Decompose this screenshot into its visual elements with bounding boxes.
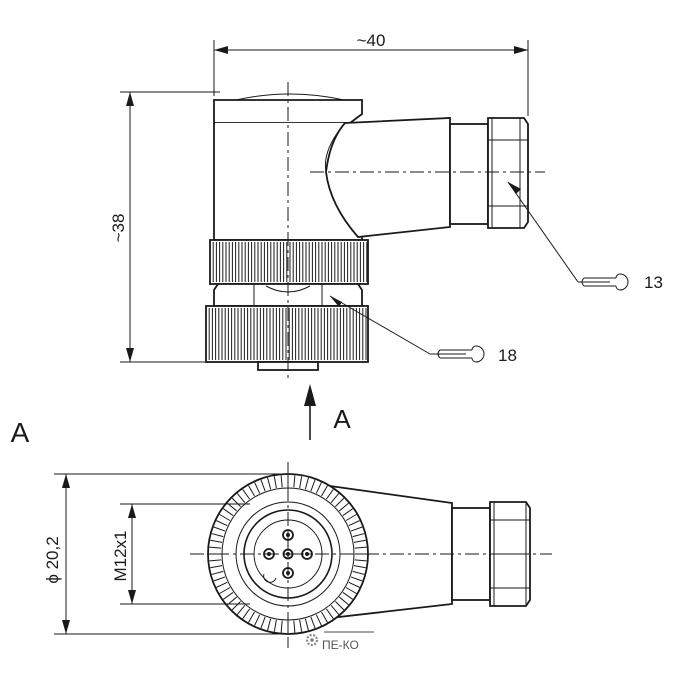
wrench-size-13: 13 [644, 273, 663, 292]
logo-text: ПЕ-КО [322, 638, 359, 652]
dimension-thread-label: M12x1 [111, 530, 130, 581]
dimension-width [213, 40, 529, 116]
knurl-ring-upper [212, 242, 368, 282]
wrench-icon [581, 273, 629, 291]
company-logo: ПЕ-КО [306, 631, 374, 652]
wrench-size-18: 18 [498, 346, 517, 365]
view-arrow [304, 384, 316, 440]
knurl-ring-lower [208, 308, 367, 360]
knurl-ring-front [209, 475, 367, 633]
dimension-thread [120, 503, 250, 605]
dimension-height-label: ~38 [109, 214, 128, 243]
view-arrow-label: A [333, 404, 351, 434]
side-view [205, 82, 545, 380]
view-section-label: A [11, 417, 30, 448]
front-view [190, 462, 552, 648]
leader-wrench-18 [329, 295, 466, 355]
dimension-diameter [54, 473, 290, 635]
wrench-icon [437, 345, 485, 363]
dimension-width-label: ~40 [357, 31, 386, 50]
dimension-height [120, 91, 220, 363]
dimension-diameter-label: ϕ 20,2 [43, 536, 62, 583]
leader-wrench-13 [507, 181, 610, 283]
